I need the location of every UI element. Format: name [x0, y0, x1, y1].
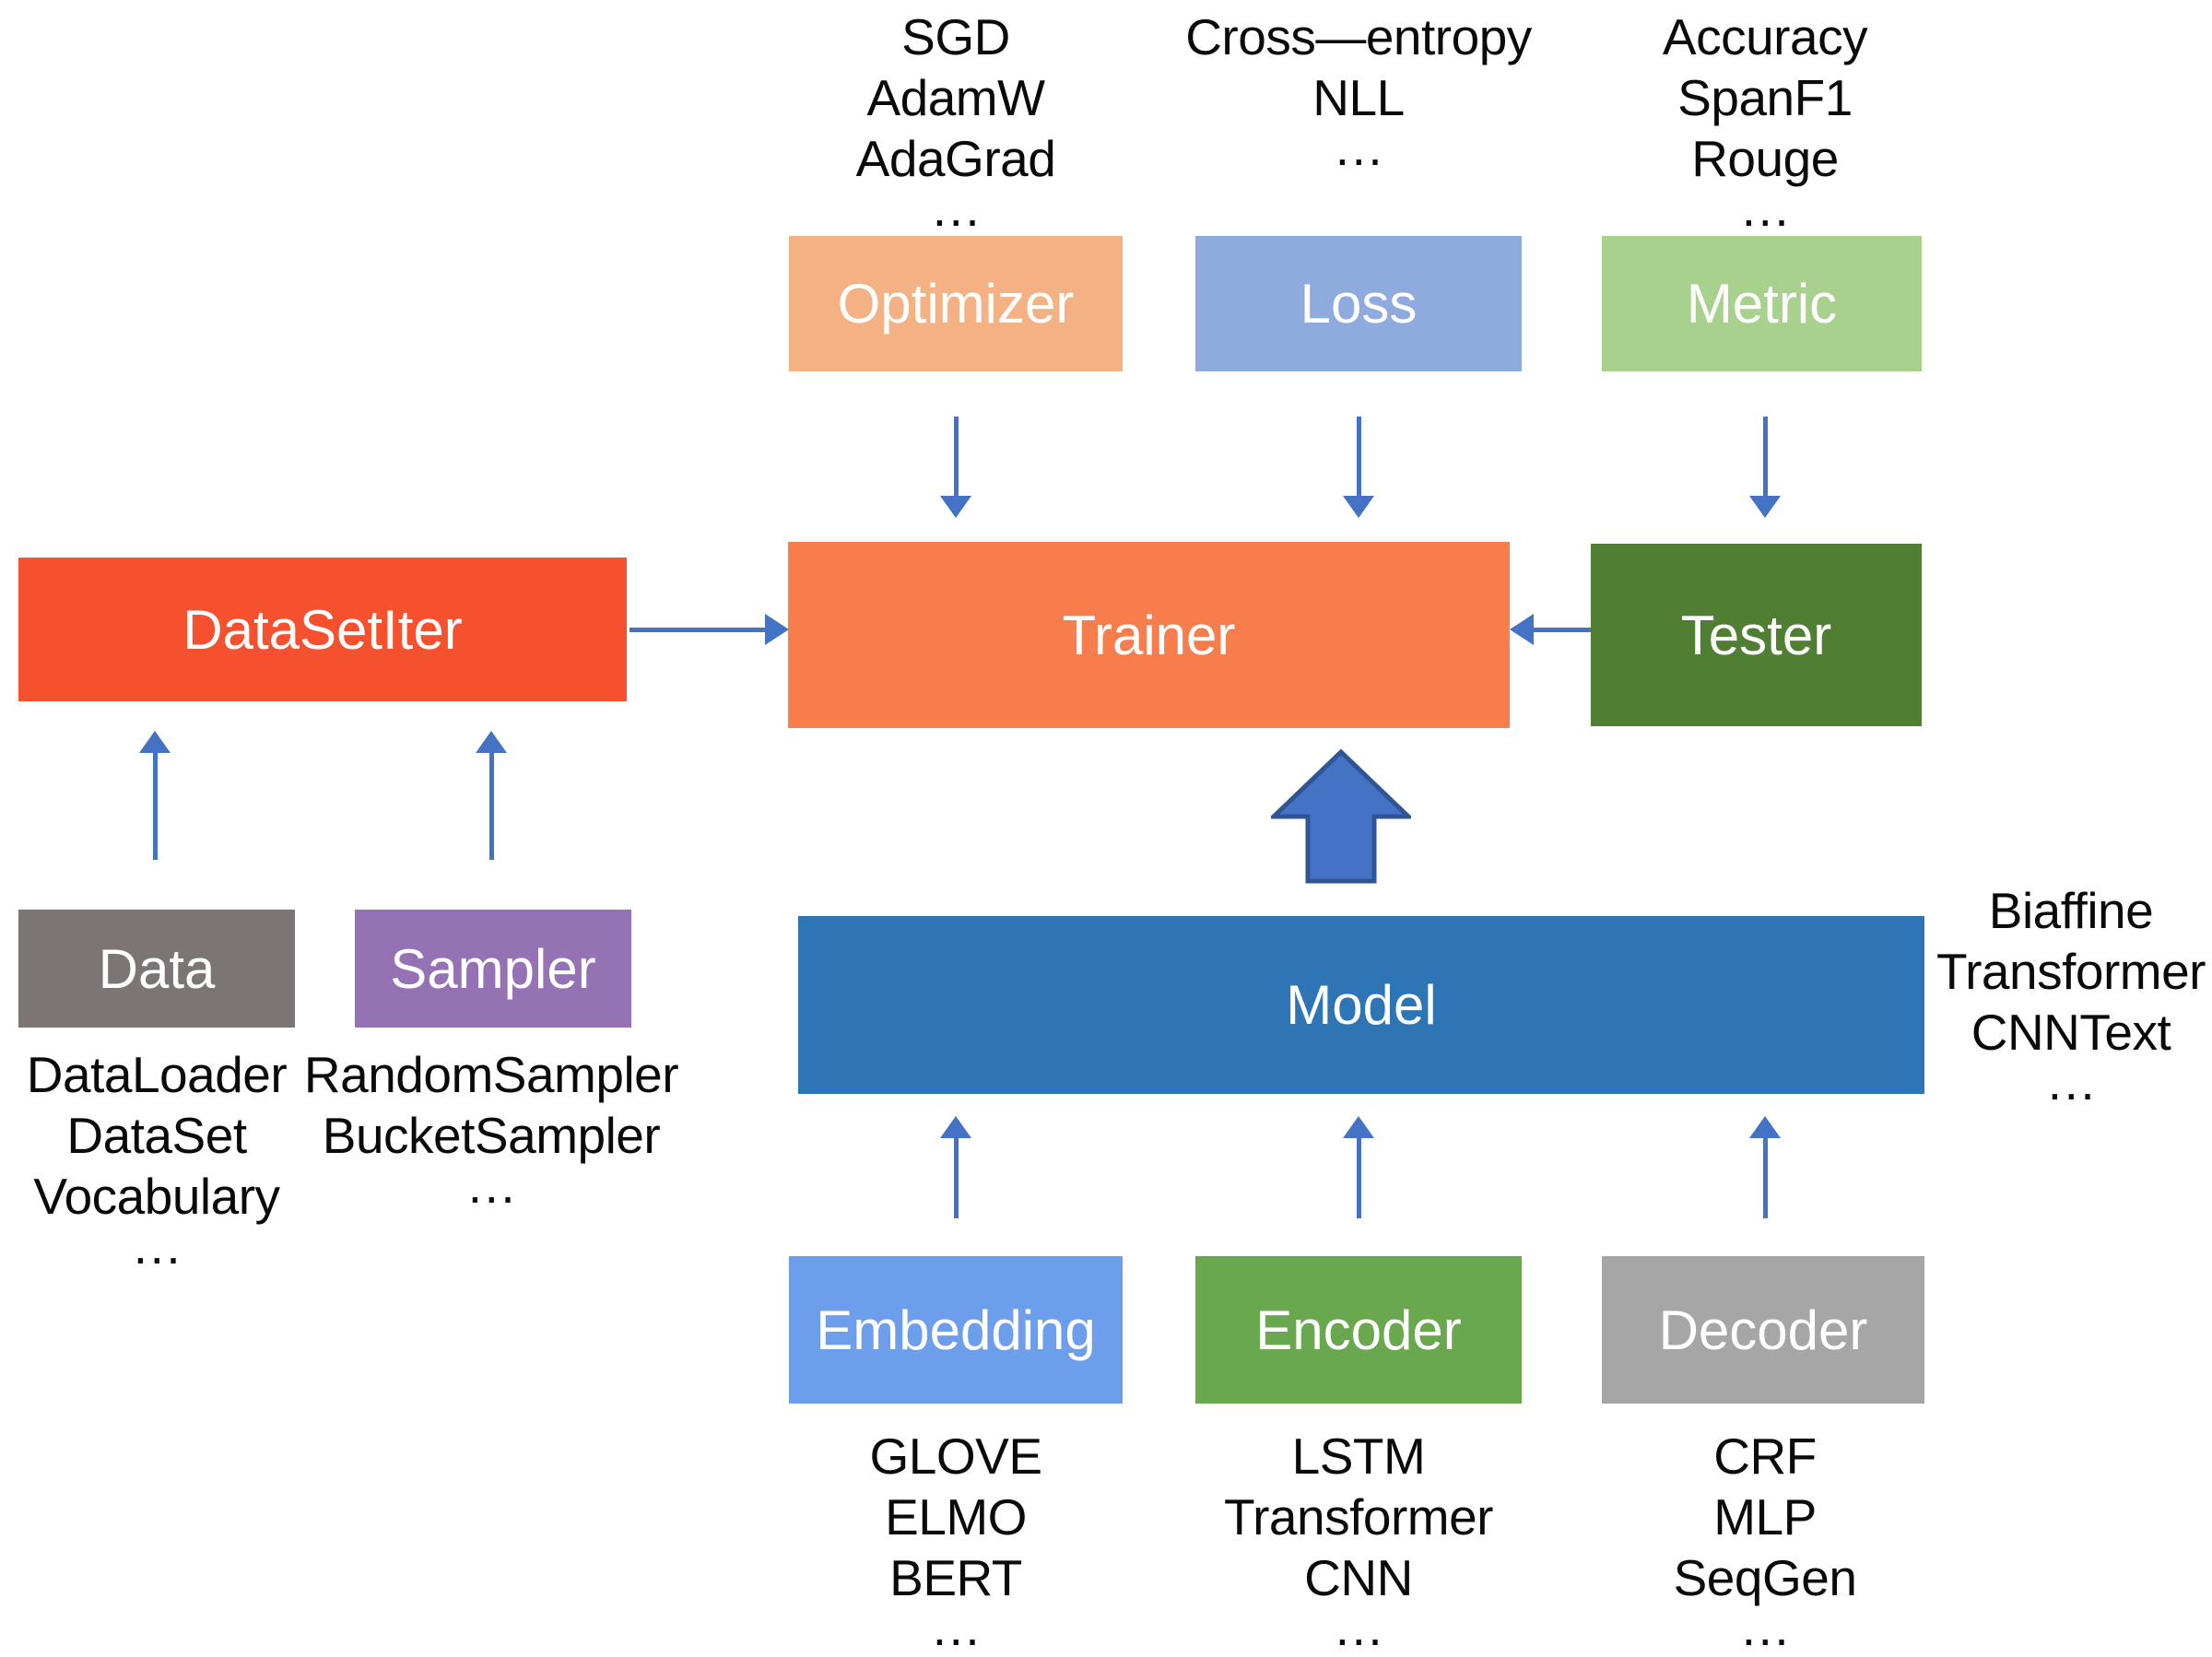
list-item: LSTM	[1291, 1428, 1426, 1485]
ellipsis: ···	[1334, 130, 1383, 187]
model-items-list: Biaffine Transformer CNNText ···	[1936, 880, 2206, 1123]
list-item: Transformer	[1936, 943, 2206, 1000]
datasetiter-box: DataSetIter	[18, 558, 627, 701]
list-item: BucketSampler	[322, 1107, 661, 1164]
list-item: RandomSampler	[303, 1046, 679, 1103]
model-box: Model	[798, 916, 1924, 1094]
optimizer-items-list: SGD AdamW AdaGrad ···	[856, 6, 1056, 250]
tester-box: Tester	[1591, 544, 1922, 726]
loss-box: Loss	[1195, 236, 1522, 371]
list-item: ELMO	[885, 1488, 1027, 1545]
list-item: SpanF1	[1677, 69, 1853, 126]
embedding-label: Embedding	[816, 1299, 1096, 1361]
arrow-model-to-trainer	[1271, 749, 1411, 884]
list-item: Transformer	[1224, 1488, 1493, 1545]
optimizer-box: Optimizer	[789, 236, 1123, 371]
list-item: CNN	[1304, 1549, 1413, 1606]
tester-label: Tester	[1680, 604, 1832, 666]
data-label: Data	[98, 937, 216, 1000]
model-label: Model	[1286, 974, 1437, 1036]
list-item: AdamW	[866, 69, 1045, 126]
sampler-items-list: RandomSampler BucketSampler ···	[303, 1044, 679, 1227]
list-item: AdaGrad	[855, 130, 1056, 187]
optimizer-label: Optimizer	[837, 273, 1075, 335]
data-items-list: DataLoader DataSet Vocabulary ···	[26, 1044, 288, 1287]
list-item: MLP	[1713, 1488, 1817, 1545]
sampler-label: Sampler	[390, 937, 596, 1000]
metric-label: Metric	[1686, 273, 1838, 335]
list-item: SeqGen	[1673, 1549, 1857, 1606]
list-item: BERT	[889, 1549, 1022, 1606]
list-item: GLOVE	[869, 1428, 1042, 1485]
metric-box: Metric	[1602, 236, 1922, 371]
list-item: Rouge	[1691, 130, 1839, 187]
sampler-box: Sampler	[355, 910, 631, 1028]
decoder-box: Decoder	[1602, 1256, 1924, 1404]
decoder-items-list: CRF MLP SeqGen ···	[1674, 1426, 1857, 1657]
trainer-box: Trainer	[788, 542, 1510, 728]
list-item: Vocabulary	[33, 1168, 280, 1225]
datasetiter-label: DataSetIter	[182, 598, 463, 661]
embedding-box: Embedding	[789, 1256, 1123, 1404]
loss-items-list: Cross—entropy NLL ···	[1185, 6, 1532, 189]
list-item: SGD	[901, 8, 1010, 65]
list-item: CNNText	[1971, 1004, 2171, 1061]
ellipsis: ···	[1334, 1610, 1383, 1657]
list-item: DataSet	[66, 1107, 247, 1164]
decoder-label: Decoder	[1658, 1299, 1868, 1361]
trainer-label: Trainer	[1062, 604, 1236, 666]
ellipsis: ···	[1740, 1610, 1790, 1657]
list-item: Biaffine	[1988, 882, 2154, 939]
encoder-label: Encoder	[1255, 1299, 1462, 1361]
loss-label: Loss	[1300, 273, 1418, 335]
ellipsis: ···	[2046, 1064, 2096, 1122]
ellipsis: ···	[931, 1610, 981, 1657]
encoder-box: Encoder	[1195, 1256, 1522, 1404]
ellipsis: ···	[466, 1168, 516, 1225]
embedding-items-list: GLOVE ELMO BERT ···	[869, 1426, 1042, 1657]
list-item: DataLoader	[26, 1046, 288, 1103]
ellipsis: ···	[132, 1228, 182, 1286]
list-item: Accuracy	[1662, 8, 1868, 65]
list-item: CRF	[1713, 1428, 1817, 1485]
list-item: Cross—entropy	[1185, 8, 1532, 65]
data-box: Data	[18, 910, 295, 1028]
list-item: NLL	[1312, 69, 1405, 126]
metric-items-list: Accuracy SpanF1 Rouge ···	[1662, 6, 1868, 250]
encoder-items-list: LSTM Transformer CNN ···	[1224, 1426, 1493, 1657]
